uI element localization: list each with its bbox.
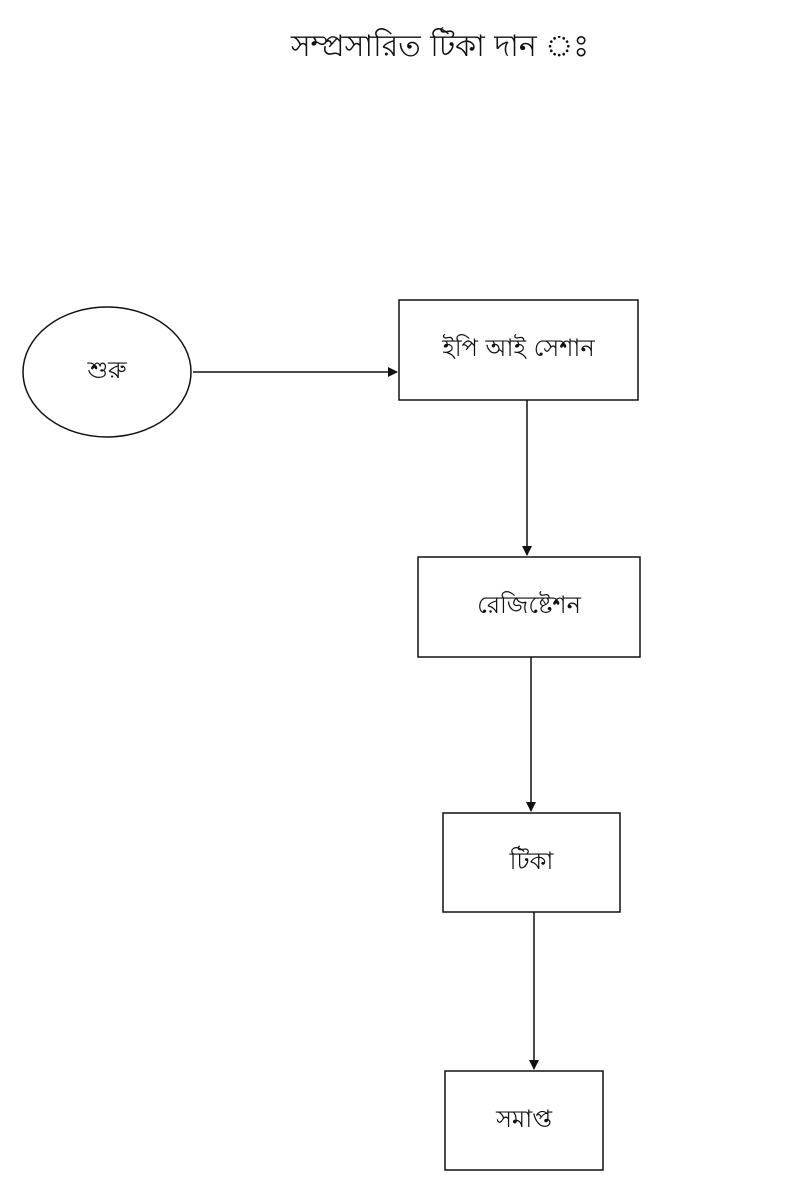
registration-label: রেজিষ্টেশন (477, 591, 581, 619)
vaccine-box (442, 812, 621, 913)
start-node-shape (22, 306, 192, 438)
epi-session-label: ইপি আই সেশান (442, 334, 595, 362)
diagram-title: সম্প্রসারিত টিকা দান ঃ (290, 29, 590, 64)
end-label: সমাপ্ত (496, 1104, 552, 1133)
end-box (444, 1070, 604, 1171)
vaccine-label: টিকা (509, 846, 554, 875)
registration-box (417, 556, 641, 658)
epi-session-box (398, 299, 639, 401)
start-label: শুরু (87, 356, 127, 384)
